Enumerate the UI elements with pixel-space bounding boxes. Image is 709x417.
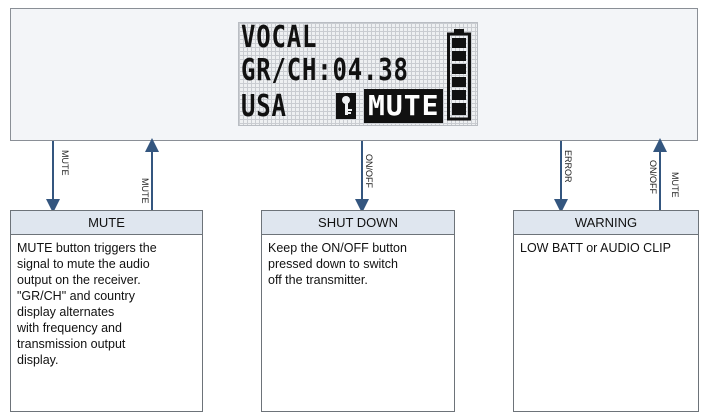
text-line: "GR/CH" and country bbox=[17, 289, 135, 303]
mute-box-text: MUTE button triggers the signal to mute … bbox=[11, 235, 202, 373]
lcd-line-country: USA bbox=[241, 89, 287, 124]
battery-icon bbox=[447, 29, 471, 121]
warning-box-text: LOW BATT or AUDIO CLIP bbox=[514, 235, 698, 261]
key-lock-icon bbox=[336, 93, 356, 119]
text-line: display alternates bbox=[17, 305, 115, 319]
lcd-line-vocal: VOCAL bbox=[241, 20, 318, 55]
text-line: display. bbox=[17, 353, 59, 367]
lcd-line-channel: GR/CH:04.38 bbox=[241, 53, 409, 88]
text-line: with frequency and bbox=[17, 321, 122, 335]
warning-box-title: WARNING bbox=[514, 211, 698, 235]
label-mute-up: MUTE bbox=[140, 178, 150, 204]
label-error-down: ERROR bbox=[563, 150, 573, 183]
warning-box: WARNING LOW BATT or AUDIO CLIP bbox=[513, 210, 699, 412]
label-onoff-up: ON/OFF bbox=[648, 160, 658, 194]
text-line: LOW BATT or AUDIO CLIP bbox=[520, 241, 671, 255]
text-line: transmission output bbox=[17, 337, 126, 351]
label-mute-up-right: MUTE bbox=[670, 172, 680, 198]
mute-box: MUTE MUTE button triggers the signal to … bbox=[10, 210, 203, 412]
text-line: output on the receiver. bbox=[17, 273, 141, 287]
shutdown-box: SHUT DOWN Keep the ON/OFF button pressed… bbox=[261, 210, 455, 412]
text-line: MUTE button triggers the bbox=[17, 241, 157, 255]
mute-box-title: MUTE bbox=[11, 211, 202, 235]
shutdown-box-title: SHUT DOWN bbox=[262, 211, 454, 235]
label-onoff-down: ON/OFF bbox=[364, 154, 374, 188]
text-line: Keep the ON/OFF button bbox=[268, 241, 407, 255]
lcd-screen: VOCAL GR/CH:04.38 USA MUTE bbox=[238, 20, 478, 126]
text-line: off the transmitter. bbox=[268, 273, 368, 287]
mute-badge: MUTE bbox=[364, 89, 444, 123]
label-mute-down: MUTE bbox=[60, 150, 70, 176]
text-line: pressed down to switch bbox=[268, 257, 398, 271]
shutdown-box-text: Keep the ON/OFF button pressed down to s… bbox=[262, 235, 454, 293]
text-line: signal to mute the audio bbox=[17, 257, 150, 271]
